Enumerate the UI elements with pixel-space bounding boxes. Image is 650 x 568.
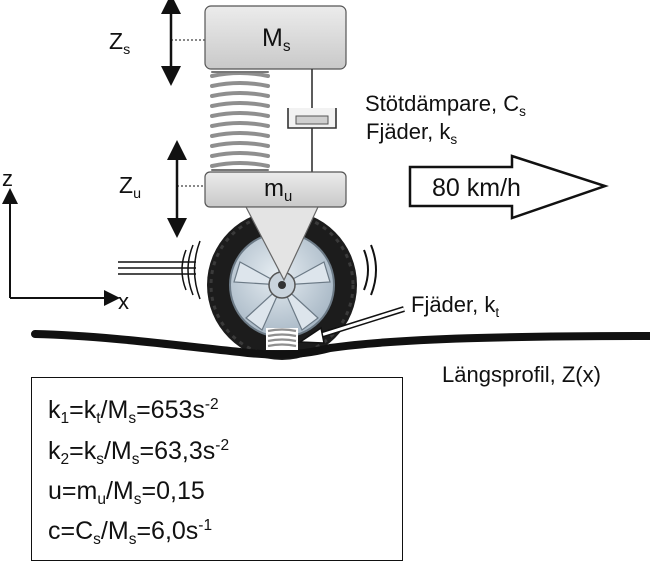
tire-spring-label: Fjäder, kt xyxy=(411,292,500,320)
spring-label: Fjäder, ks xyxy=(366,119,458,147)
motion-lines xyxy=(118,240,377,300)
x-axis-label: x xyxy=(118,289,129,314)
parameter-box: k1=kt/Ms=653s-2 k2=ks/Ms=63,3s-2 u=mu/Ms… xyxy=(31,377,403,561)
suspension-spring xyxy=(210,71,270,171)
unsprung-displacement-label: Zu xyxy=(119,172,141,202)
wheel xyxy=(207,210,357,360)
damper-label: Stötdämpare, Cs xyxy=(365,91,526,119)
damper xyxy=(287,69,337,172)
sprung-mass-block xyxy=(204,5,347,70)
road-profile xyxy=(31,330,650,359)
sprung-mass-label: Ms xyxy=(262,24,291,56)
speed-arrow xyxy=(408,154,609,220)
coordinate-axes xyxy=(2,188,120,306)
parameter-c: c=Cs/Ms=6,0s-1 xyxy=(48,516,213,549)
sprung-displacement-arrow xyxy=(161,0,205,86)
parameter-u: u=mu/Ms=0,15 xyxy=(48,477,205,509)
unsprung-mass-label: mu xyxy=(264,175,293,206)
tire-spring xyxy=(266,328,298,350)
z-axis-label: z xyxy=(2,166,13,191)
tire-spring-pointer xyxy=(297,306,405,344)
unsprung-displacement-arrow xyxy=(167,140,206,238)
knuckle xyxy=(245,206,319,282)
parameter-k1: k1=kt/Ms=653s-2 xyxy=(48,395,219,428)
parameter-k2: k2=ks/Ms=63,3s-2 xyxy=(48,436,230,469)
speed-label: 80 km/h xyxy=(432,174,521,202)
sprung-displacement-label: Zs xyxy=(109,28,131,58)
road-profile-label: Längsprofil, Z(x) xyxy=(442,362,601,387)
